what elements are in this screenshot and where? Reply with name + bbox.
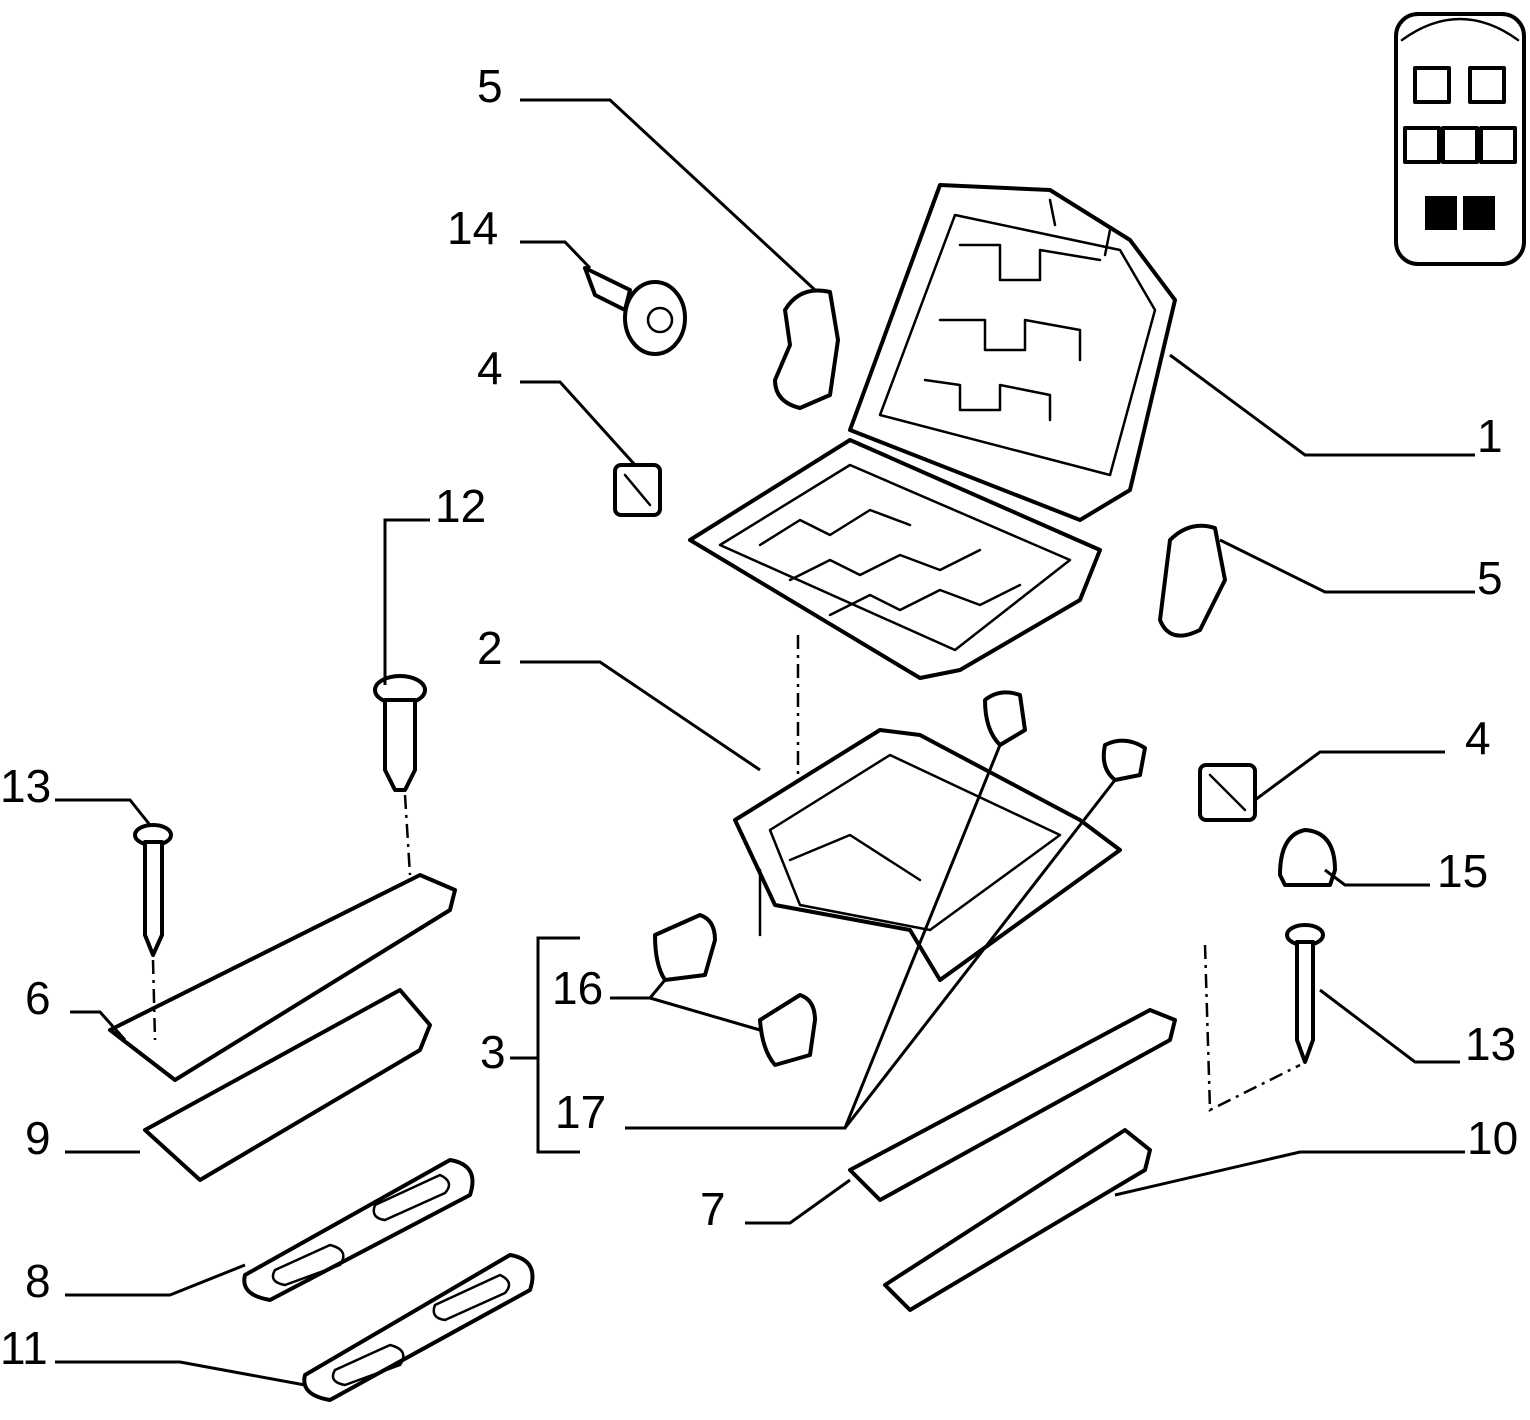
bush-17-upper-icon	[983, 690, 1027, 747]
callout-15: 15	[1437, 845, 1488, 897]
seat-layout-key-icon	[1394, 12, 1526, 266]
screw-13-right-icon	[1285, 923, 1325, 1064]
callout-6: 6	[25, 972, 51, 1024]
alignment-line	[403, 794, 412, 876]
screw-14-icon	[583, 266, 687, 356]
callout-12: 12	[435, 480, 486, 532]
pad-16-lower-icon	[758, 993, 817, 1067]
callout-11: 11	[0, 1322, 48, 1374]
callout-9: 9	[25, 1112, 51, 1164]
bolt-12-icon	[373, 674, 427, 792]
seat-rail-right-icon	[848, 1008, 1177, 1312]
callout-3: 3	[480, 1026, 506, 1078]
clip-4-upper-icon	[613, 463, 662, 517]
callout-14: 14	[447, 202, 498, 254]
seat-plate-11-icon	[302, 1253, 535, 1402]
callout-7: 7	[700, 1183, 726, 1235]
callout-1: 1	[1477, 410, 1503, 462]
screw-13-left-icon	[133, 823, 173, 957]
alignment-line	[1203, 944, 1301, 1112]
side-cover-5-lower-icon	[1158, 523, 1227, 638]
callout-8: 8	[25, 1255, 51, 1307]
callout-5: 5	[477, 60, 503, 112]
seat-backrest-frame-icon	[848, 183, 1177, 522]
callout-13: 13	[0, 760, 51, 812]
clip-4-lower-icon	[1198, 763, 1257, 822]
callout-4: 4	[477, 342, 503, 394]
callout-5: 5	[1477, 552, 1503, 604]
seat-base-frame-icon	[733, 728, 1122, 982]
cap-15-icon	[1278, 828, 1337, 887]
pad-16-upper-icon	[653, 913, 717, 982]
seat-cushion-frame-icon	[688, 438, 1102, 680]
seat-plate-8-icon	[242, 1158, 475, 1302]
alignment-line	[151, 959, 157, 1041]
bush-17-lower-icon	[1101, 738, 1147, 782]
seat-rail-left-icon	[108, 873, 457, 1182]
callout-2: 2	[477, 622, 503, 674]
callout-13: 13	[1465, 1018, 1516, 1070]
callout-4: 4	[1465, 712, 1491, 764]
callout-16: 16	[552, 962, 603, 1014]
callout-17: 17	[555, 1086, 606, 1138]
callout-10: 10	[1467, 1112, 1518, 1164]
side-cover-5-upper-icon	[773, 288, 840, 410]
